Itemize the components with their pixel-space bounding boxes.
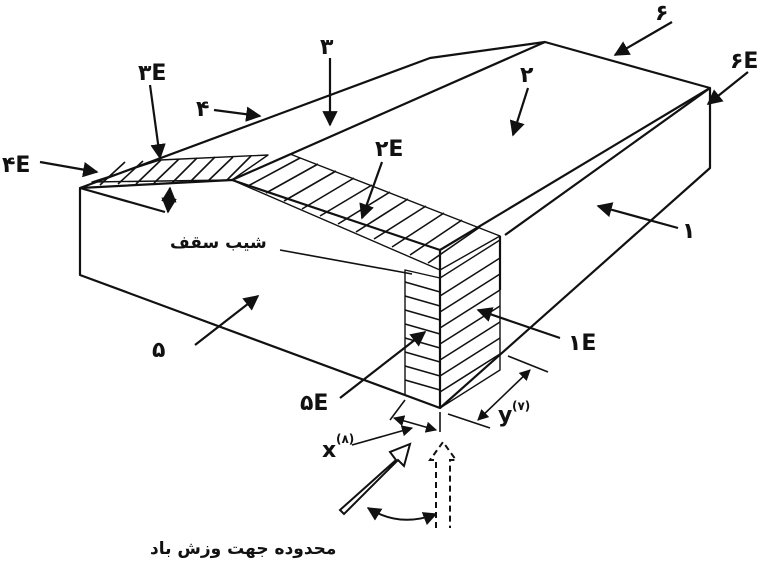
label-zone-6e: ۶E [730,49,758,74]
label-roof-slope: شیب سقف [170,233,267,253]
label-zone-1e: ۱E [568,331,596,356]
label-zone-4e: ۴E [2,153,30,178]
zone-2e-hatch [231,153,501,271]
label-zone-5e: ۵E [300,391,328,416]
label-roof-3: ۳ [320,35,334,60]
label-gable-4: ۴ [196,97,209,122]
label-end-6: ۶ [655,1,668,26]
label-wind-range: محدوده جهت وزش باد [150,539,336,559]
wind-direction-arrows [338,440,458,528]
label-zone-3e: ۳E [138,61,166,86]
zone-5e-hatch [404,269,441,409]
label-dim-x-note: (۸) [336,432,354,446]
label-gable-5: ۵ [152,338,165,363]
roof-slope-indicator [161,186,413,275]
label-dim-y-note: (۷) [512,399,530,413]
label-dim-y: y [498,403,512,428]
pointer-arrows [39,21,749,399]
dimension-lines [351,355,549,446]
label-wall-1: ۱ [682,219,695,244]
label-zone-2e: ۲E [375,137,403,162]
label-dim-x: x [322,438,336,463]
zone-1e-hatch [439,239,501,409]
zone-3e-hatch [91,154,269,186]
label-roof-2: ۲ [520,63,534,88]
